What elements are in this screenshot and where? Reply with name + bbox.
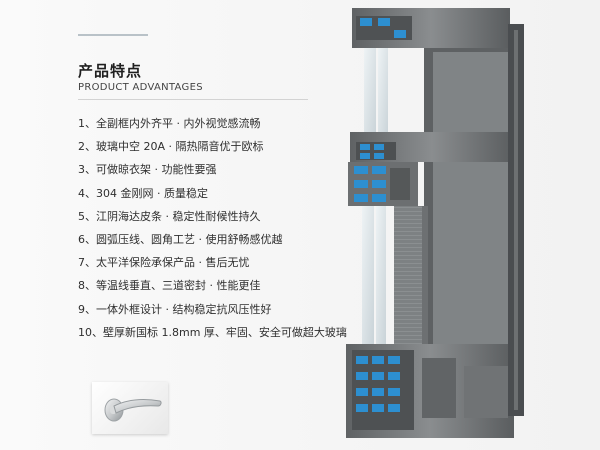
feature-item: 5、江阴海达皮条 · 稳定性耐候性持久 [78,209,261,223]
feature-item: 6、圆弧压线、圆角工艺 · 使用舒畅感优越 [78,232,283,246]
page-subtitle: PRODUCT ADVANTAGES [78,82,203,93]
feature-item: 7、太平洋保险承保产品 · 售后无忧 [78,256,250,270]
page-title: 产品特点 [78,62,143,80]
feature-item: 4、304 金刚网 · 质量稳定 [78,186,208,200]
feature-item: 2、玻璃中空 20A · 隔热隔音优于欧标 [78,140,264,154]
handle-photo [92,382,168,434]
feature-list: 1、全副框内外齐平 · 内外视觉感流畅 2、玻璃中空 20A · 隔热隔音优于欧… [78,112,378,344]
feature-item: 1、全副框内外齐平 · 内外视觉感流畅 [78,117,261,130]
window-cross-section-image [346,8,524,438]
feature-item: 3、可做晾衣架 · 功能性要强 [78,163,217,177]
subtitle-divider [78,99,308,100]
feature-item: 10、壁厚新国标 1.8mm 厚、牢固、安全可做超大玻璃 [78,325,347,339]
feature-item: 9、一体外框设计 · 结构稳定抗风压性好 [78,302,272,316]
feature-item: 8、等温线垂直、三道密封 · 性能更佳 [78,279,261,293]
window-handle-icon [104,398,162,422]
top-divider [78,34,148,36]
